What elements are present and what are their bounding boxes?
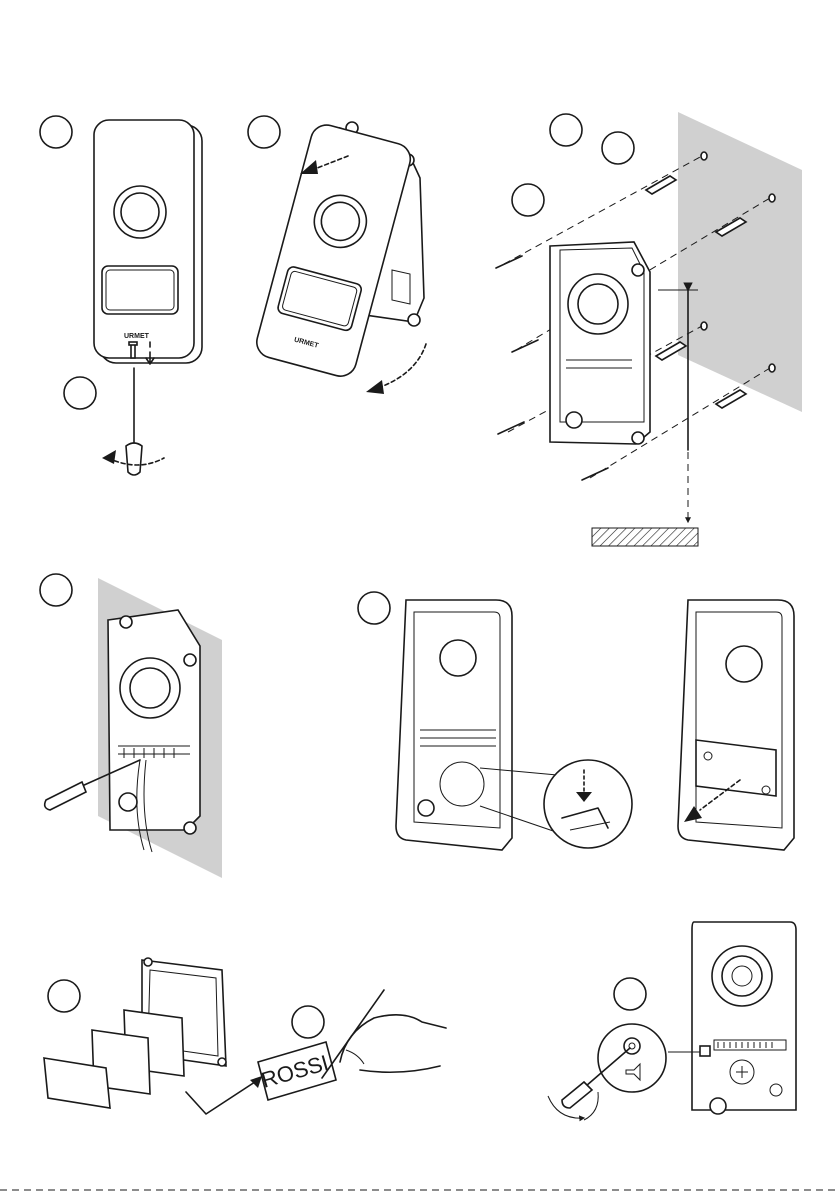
volume-detail-circle [598, 1024, 666, 1092]
call-button [102, 266, 178, 314]
step-1-marker [40, 116, 72, 148]
screwdriver-icon [126, 368, 142, 475]
open-unit-back-view [692, 922, 796, 1114]
camera-lens [121, 193, 159, 231]
rotation-arrow-icon [366, 344, 426, 394]
paper-name-card: ROSSI [258, 1042, 336, 1100]
step-2-marker [248, 116, 280, 148]
brand-mark: URMET [124, 333, 150, 340]
pen-hand-icon [322, 990, 446, 1078]
step-6-marker [48, 980, 80, 1012]
step-4-marker [40, 574, 72, 606]
step-6-panel: ROSSI [44, 958, 446, 1114]
step-3-panel [496, 112, 802, 546]
step-6-sub-marker [292, 1006, 324, 1038]
cover-inside-view-left [396, 600, 512, 850]
step-7-marker [614, 978, 646, 1010]
step-3-marker [550, 114, 582, 146]
doorbell-front-unit: URMET [94, 120, 202, 363]
step-3-plug-marker [602, 132, 634, 164]
step-7-panel [548, 922, 796, 1120]
step-1-sub-marker [64, 377, 96, 409]
step-5-panel [358, 592, 794, 850]
wall-surface [678, 112, 802, 412]
transfer-arrow-icon [186, 1076, 262, 1114]
step-3-screw-marker [512, 184, 544, 216]
name-card-holder [696, 740, 776, 796]
detail-zoom-circle [544, 760, 632, 848]
step-1-panel: URMET [40, 116, 202, 475]
mounted-backbox [108, 610, 200, 834]
floor-hatch-icon [592, 528, 698, 546]
step-2-panel: URMET [248, 116, 426, 394]
mounting-backbox [550, 242, 650, 444]
step-5-marker [358, 592, 390, 624]
step-4-panel [40, 574, 222, 878]
